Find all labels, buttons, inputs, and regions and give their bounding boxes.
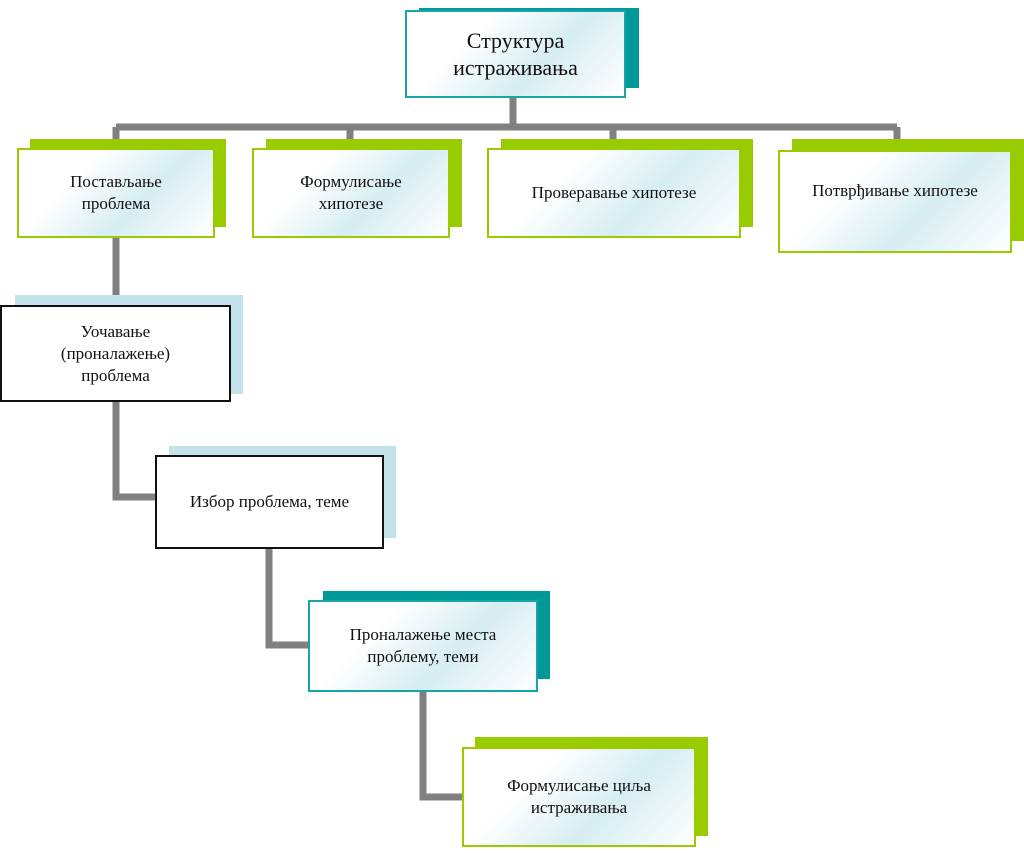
chain-item-1-label: Уочавање (проналажење) проблема: [60, 321, 171, 385]
top-item-2: Формулисање хипотезе: [252, 148, 450, 238]
chain-item-3: Проналажење места проблему, теми: [308, 600, 538, 692]
top-item-3-label: Проверавање хипотезе: [531, 183, 697, 202]
chain-item-2: Избор проблема, теме: [155, 455, 384, 549]
top-item-1-label: Постављање проблема: [70, 172, 162, 213]
top-item-2-label: Формулисање хипотезе: [300, 172, 402, 213]
top-item-3: Проверавање хипотезе: [487, 148, 741, 238]
root-node: Структура истраживања: [405, 10, 626, 98]
chain-item-2-label: Избор проблема, теме: [189, 492, 350, 511]
top-item-4: Потврђивање хипотезе: [778, 150, 1012, 253]
connector-chain2-to-chain3: [265, 548, 308, 649]
root-node-label: Структура истраживања: [453, 28, 578, 80]
chain-item-3-label: Проналажење места проблему, теми: [349, 625, 497, 666]
chain-item-1: Уочавање (проналажење) проблема: [0, 305, 231, 402]
top-item-1: Постављање проблема: [17, 148, 215, 238]
connector-chain1-to-chain2: [112, 402, 155, 501]
chain-item-4-label: Формулисање циља истраживања: [507, 776, 651, 817]
top-item-4-label: Потврђивање хипотезе: [812, 181, 978, 200]
chain-item-4: Формулисање циља истраживања: [462, 747, 696, 847]
connector-chain3-to-chain4: [419, 692, 462, 801]
